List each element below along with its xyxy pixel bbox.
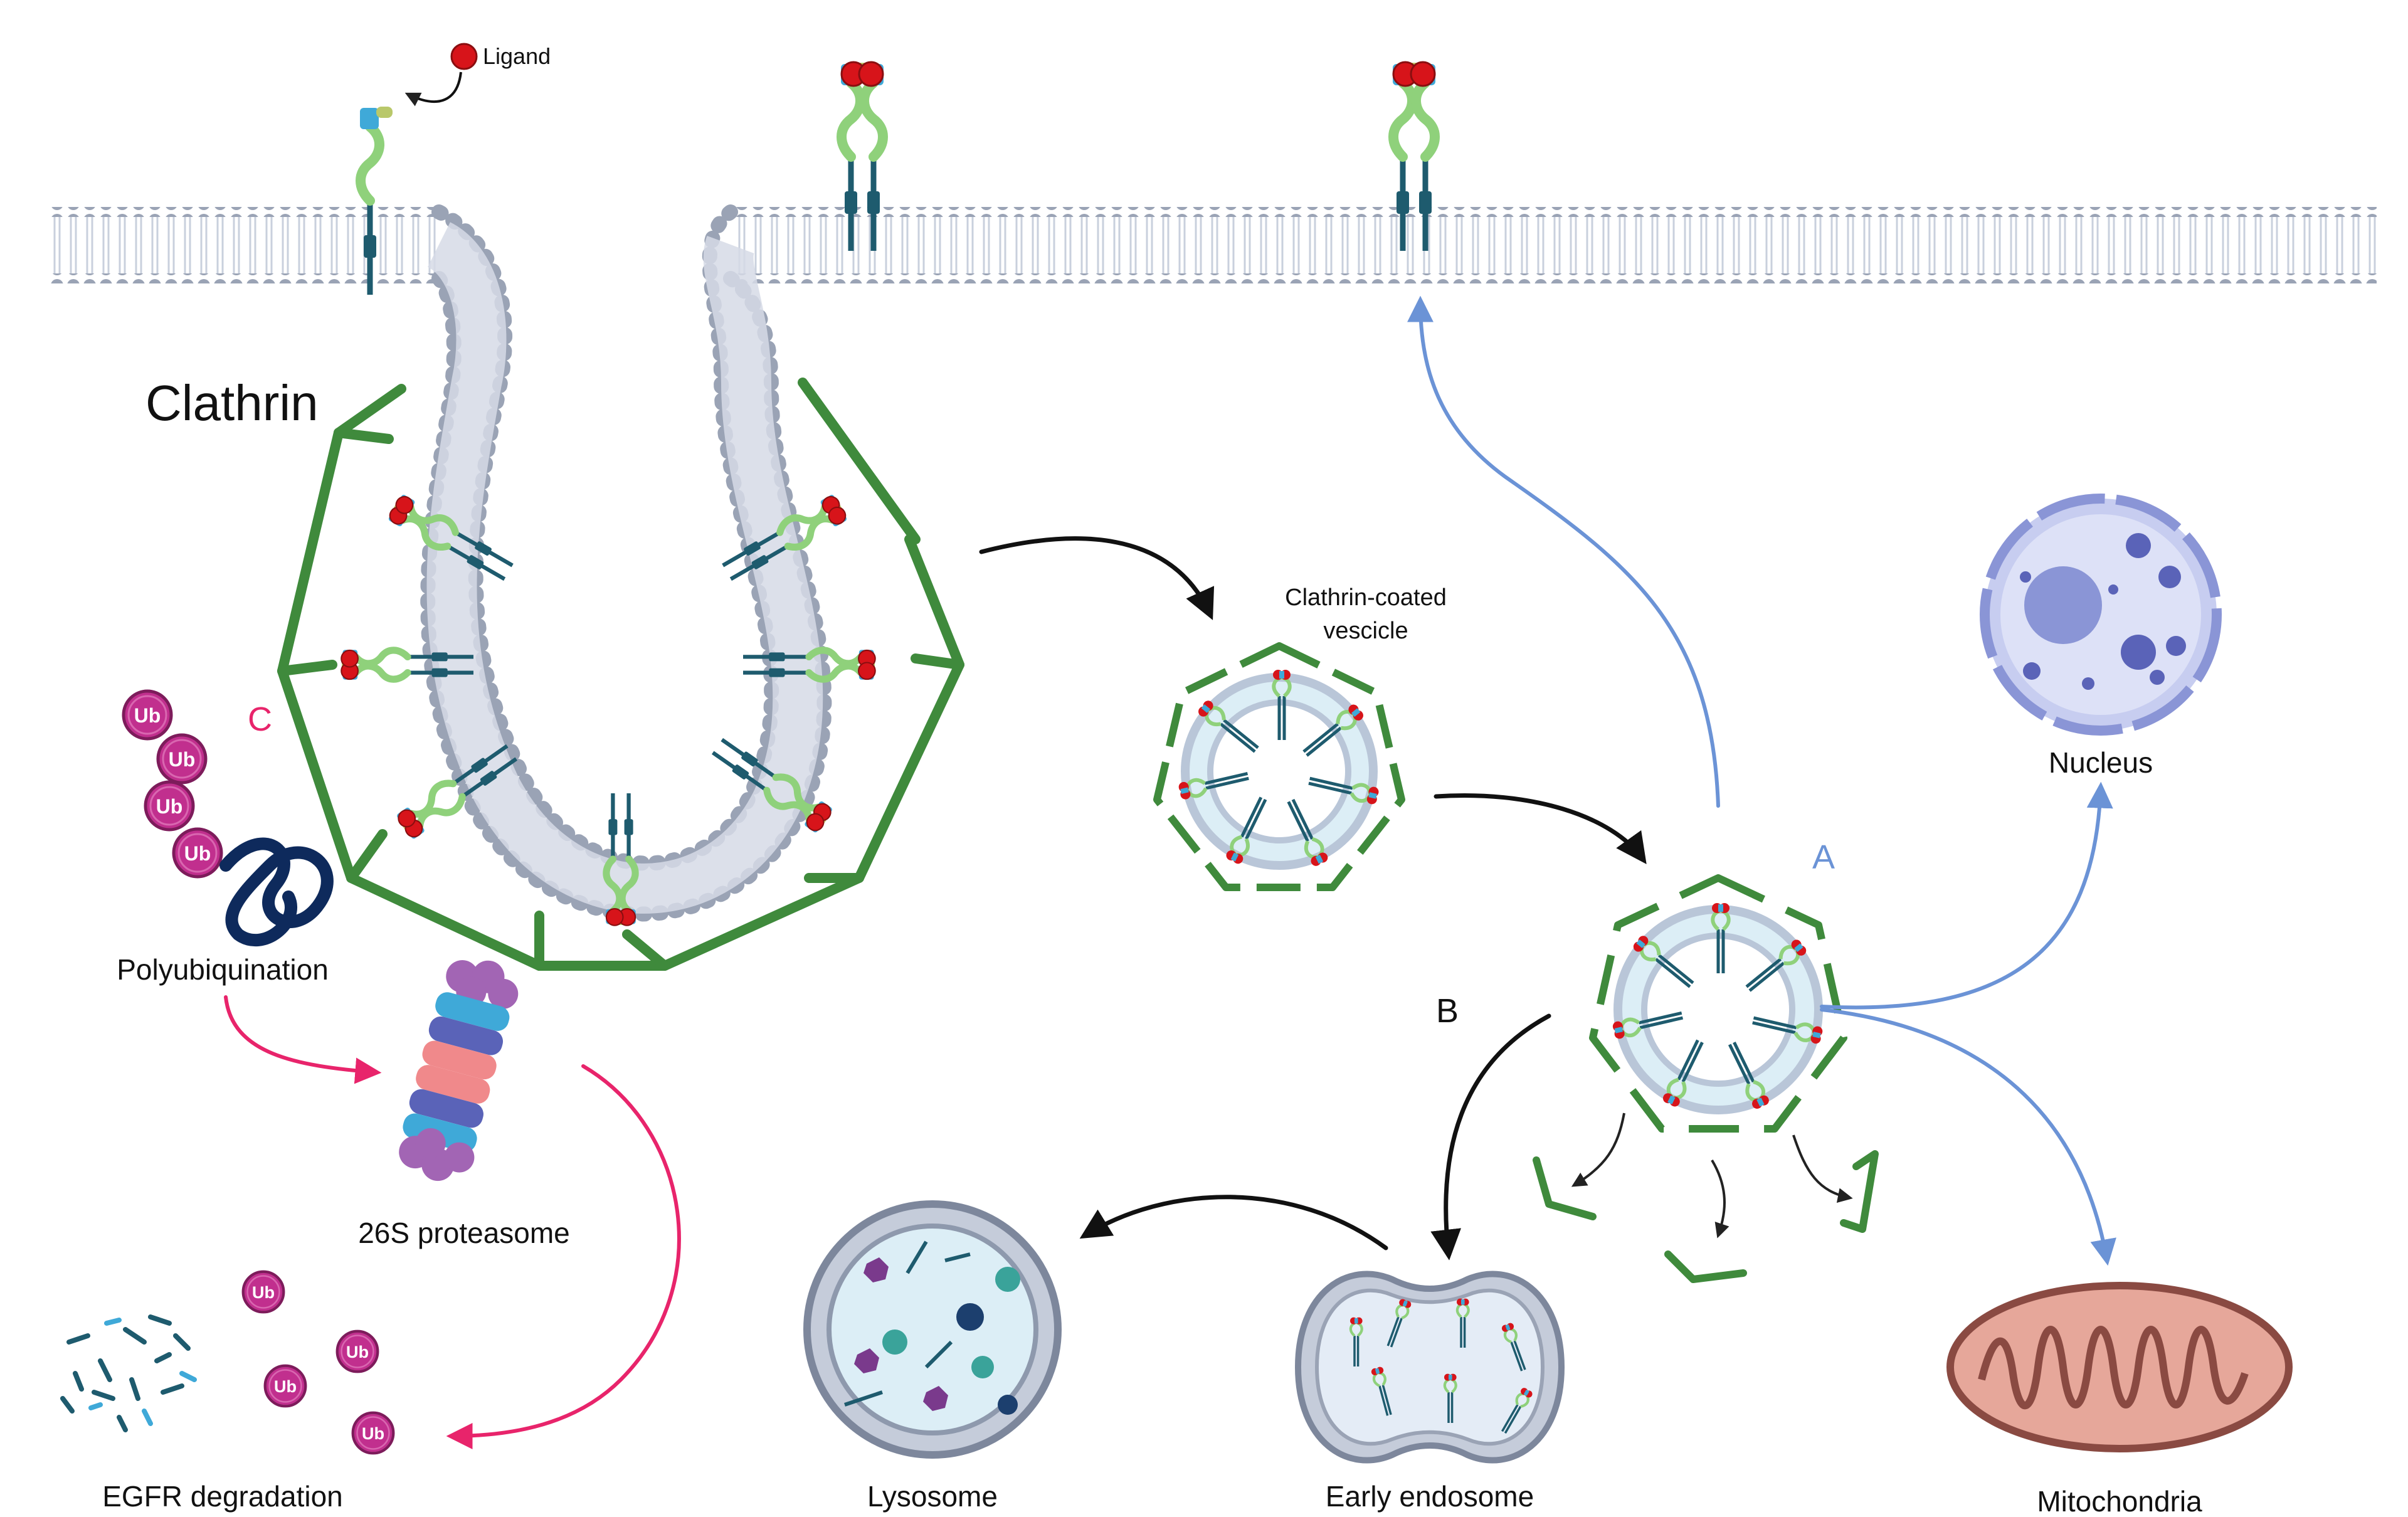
arrow-b-to-endosome: [1430, 1013, 1551, 1261]
free-ubiquitin: Ub Ub Ub Ub: [243, 1272, 394, 1454]
nucleus-icon: [1980, 494, 2222, 736]
mitochondria-icon: [1946, 1282, 2293, 1452]
svg-text:Ub: Ub: [362, 1424, 384, 1443]
nucleus-label: Nucleus: [2049, 746, 2153, 779]
released-clathrin-pieces: [1533, 1150, 1879, 1283]
svg-text:Ub: Ub: [346, 1342, 369, 1361]
path-a-label: A: [1812, 838, 1835, 876]
ccv-label-line1: Clathrin-coated: [1285, 584, 1447, 611]
egfr-degradation-label: EGFR degradation: [102, 1480, 343, 1513]
svg-text:Ub: Ub: [156, 795, 183, 818]
plasma-membrane: [50, 204, 2377, 922]
uncoating-vesicle: [1589, 874, 1847, 1133]
arrow-to-mitochondria: [1820, 1008, 2116, 1266]
arrow-pit-to-ccv: [979, 536, 1215, 620]
clathrin-coat: [277, 378, 964, 971]
svg-text:Ub: Ub: [169, 748, 196, 771]
lysosome-label: Lysosome: [867, 1480, 998, 1513]
endosome-icon: [1294, 1271, 1565, 1464]
substrate-protein: [219, 837, 334, 947]
ccv-label-line2: vescicle: [1323, 618, 1408, 644]
arrow-recycling-a: [1407, 295, 1720, 808]
ligand-label: Ligand: [483, 43, 551, 69]
clathrin-coated-vesicle: [1153, 642, 1405, 891]
mitochondria-label: Mitochondria: [2037, 1485, 2202, 1517]
lysosome-icon: [803, 1200, 1062, 1459]
arrow-endosome-to-lysosome: [1079, 1195, 1388, 1250]
svg-text:Ub: Ub: [184, 842, 211, 865]
pathway-arrows: [224, 295, 2116, 1449]
arrow-to-nucleus: [1820, 781, 2113, 1010]
degraded-fragments: [60, 1314, 197, 1432]
ligand-pointer-arrow: [404, 71, 462, 107]
arrow-polyub-to-proteasome: [224, 995, 382, 1084]
path-b-label: B: [1436, 992, 1459, 1030]
ubiquitin-chain: Ub Ub Ub Ub: [124, 691, 334, 947]
proteasome-label: 26S proteasome: [358, 1217, 570, 1249]
ligand-dot: [450, 43, 478, 70]
arrow-ccv-to-uncoating: [1434, 793, 1647, 864]
svg-text:Ub: Ub: [134, 704, 161, 727]
polyubiquination-label: Polyubiquination: [117, 953, 329, 986]
proteasome-icon: [399, 960, 519, 1181]
early-endosome-label: Early endosome: [1326, 1480, 1534, 1513]
uncoating-arrows: [1571, 1113, 1853, 1239]
path-c-label: C: [248, 700, 272, 738]
arrow-proteasome-to-degradation: [446, 1064, 681, 1449]
svg-text:Ub: Ub: [252, 1282, 275, 1302]
clathrin-label: Clathrin: [145, 375, 319, 431]
svg-text:Ub: Ub: [274, 1377, 297, 1396]
